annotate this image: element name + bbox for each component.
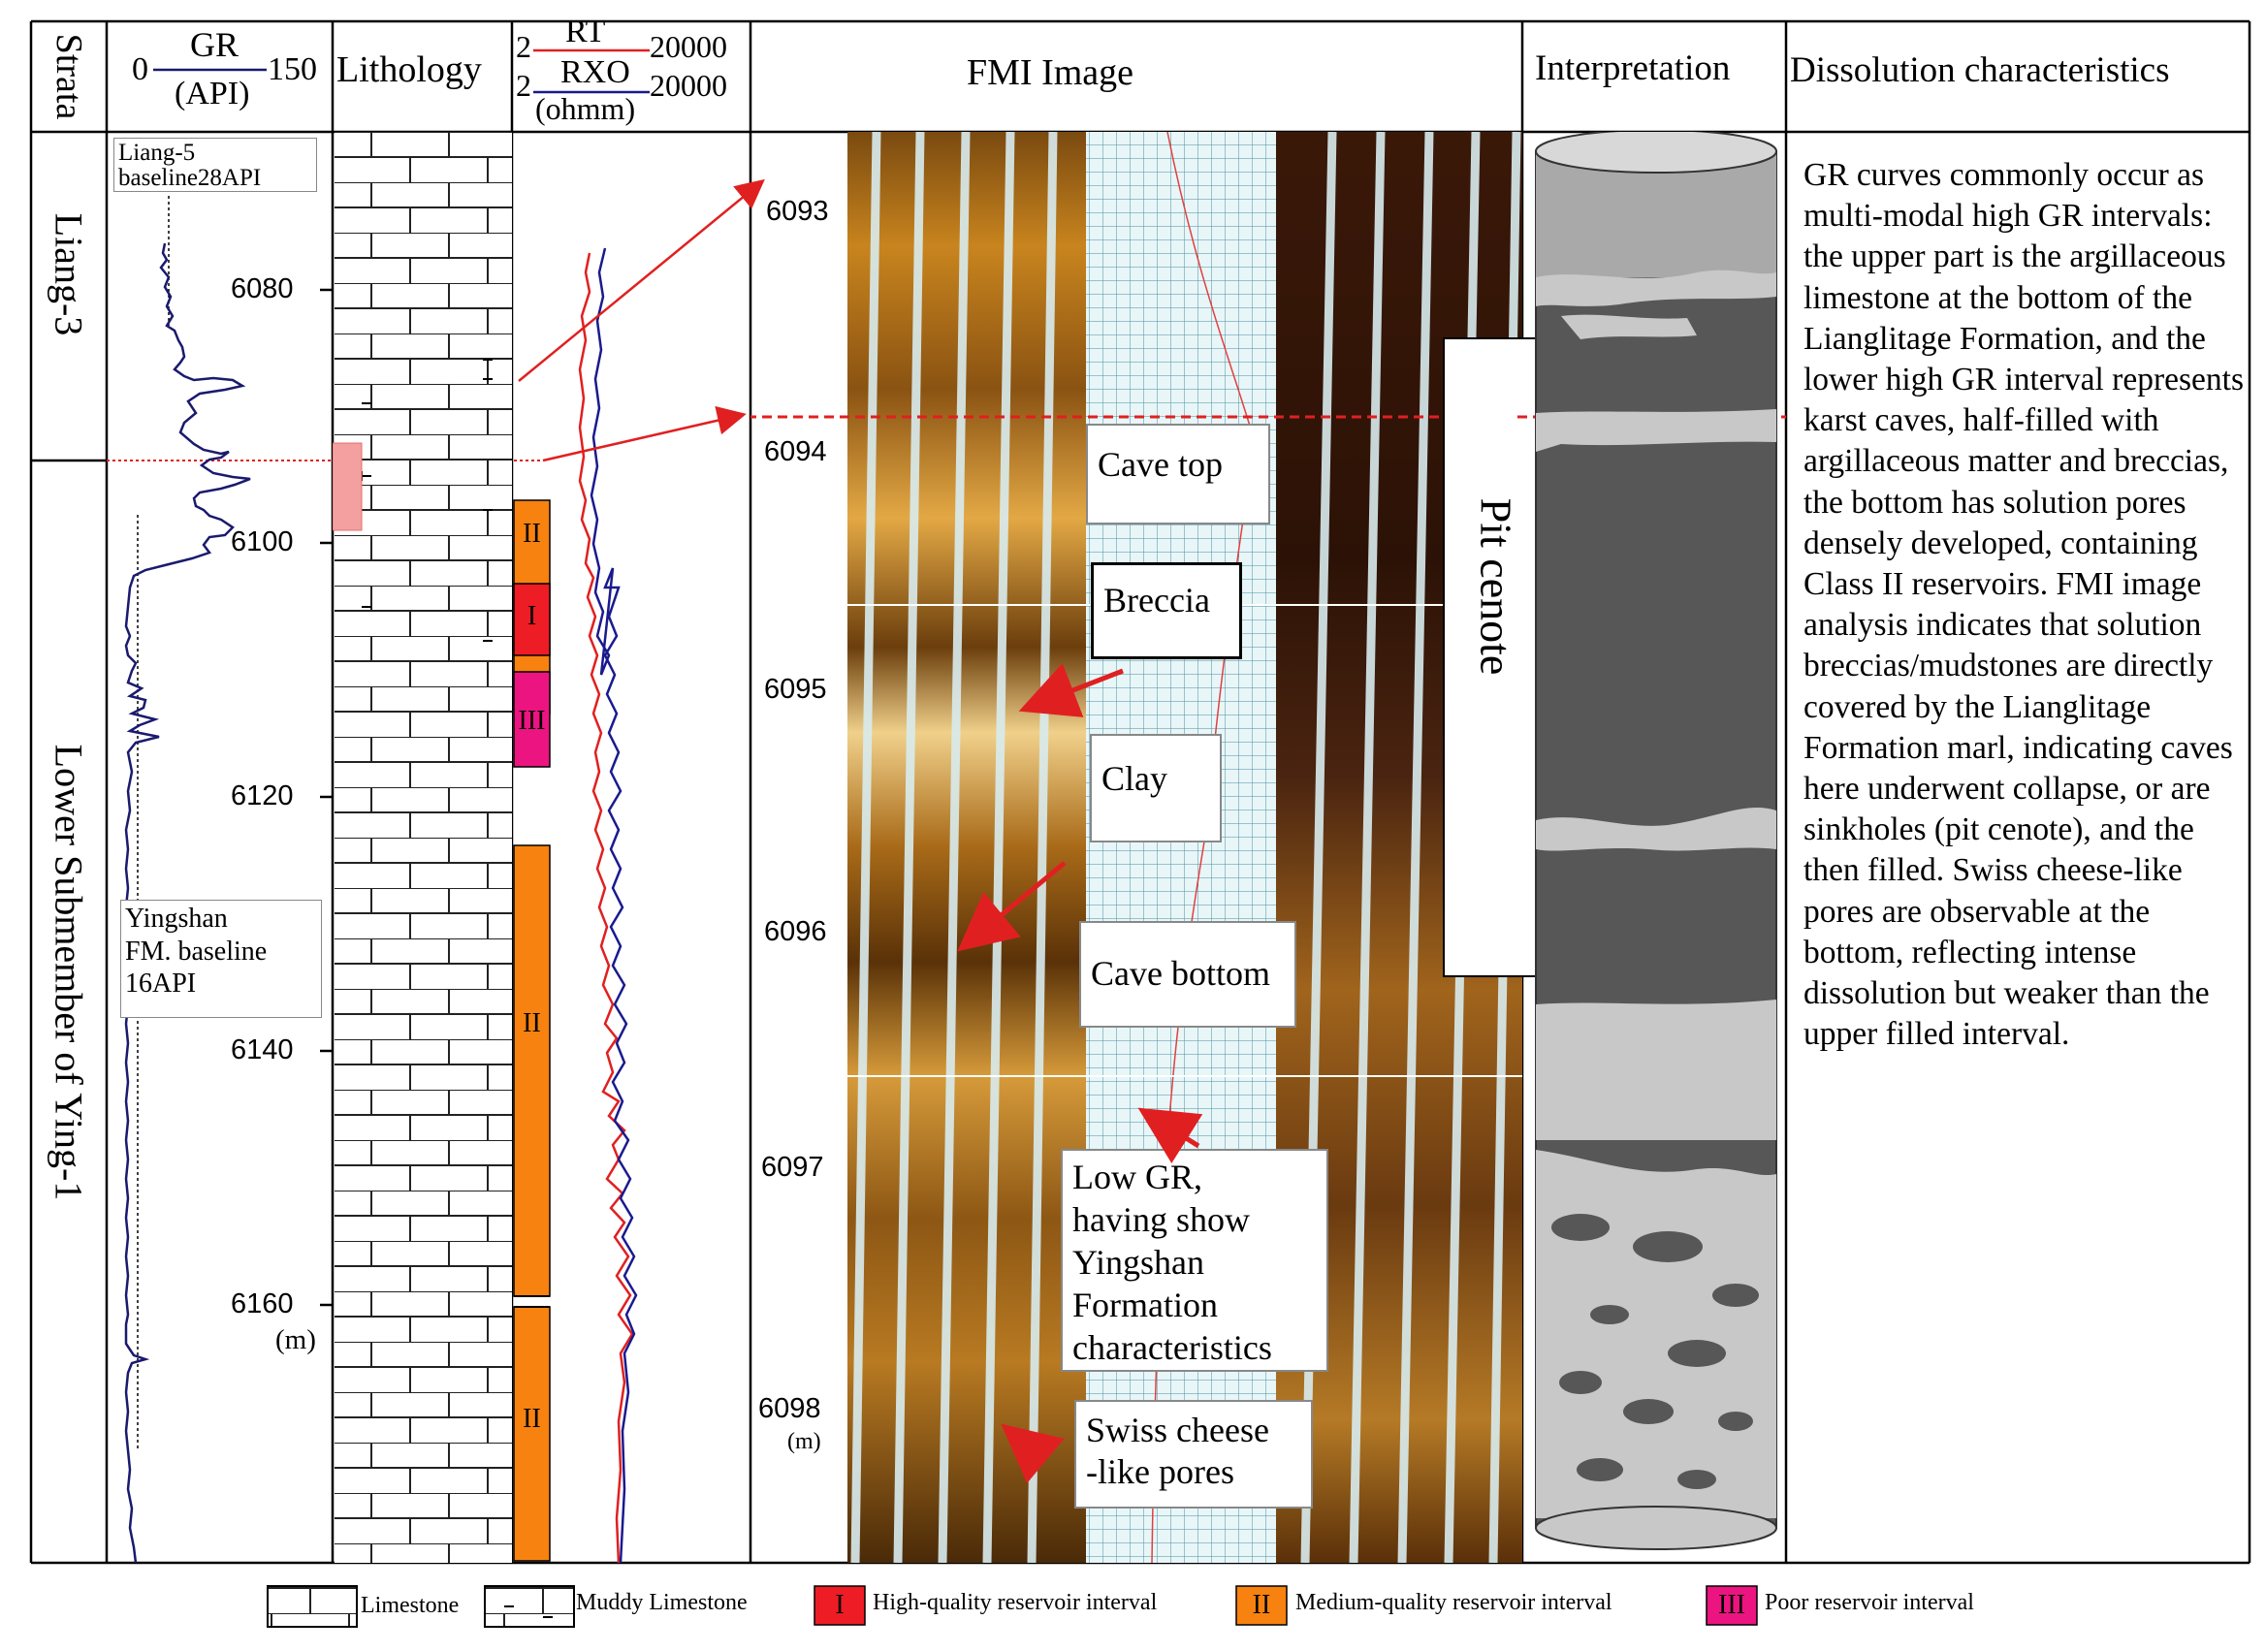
- label-breccia: Breccia: [1091, 562, 1242, 659]
- rxo-curve: [590, 247, 638, 1563]
- fmi-depth-6095: 6095: [764, 674, 827, 705]
- lithology-column: [333, 132, 512, 1563]
- label-cave-top: Cave top: [1086, 424, 1270, 524]
- rxo-min: 2: [516, 68, 531, 103]
- label-low-gr: Low GR, having show Yingshan Formation c…: [1061, 1149, 1328, 1372]
- depth-6080: 6080: [231, 273, 294, 304]
- legend-limestone-swatch: [267, 1585, 358, 1628]
- fmi-depth-6094: 6094: [764, 436, 827, 467]
- reservoir-class-iii: III: [518, 706, 546, 736]
- fmi-depth-unit: (m): [787, 1429, 821, 1454]
- legend-class-iii-label: Poor reservoir interval: [1765, 1590, 1974, 1615]
- rt-label: RT: [565, 14, 606, 49]
- legend-class-i-label: High-quality reservoir interval: [873, 1590, 1158, 1615]
- reservoir-class-ii-mid: II: [523, 1008, 541, 1038]
- gr-curve: [124, 242, 251, 1563]
- reservoir-class-i: I: [527, 601, 537, 631]
- rt-min: 2: [516, 29, 531, 64]
- legend-class-ii-swatch: [1235, 1585, 1288, 1626]
- dissolution-description: GR curves commonly occur as multi-modal …: [1803, 157, 2244, 1053]
- label-clay: Clay: [1090, 734, 1222, 842]
- dissolution-header: Dissolution characteristics: [1790, 50, 2170, 90]
- fmi-depth-6098: 6098: [758, 1393, 821, 1424]
- legend-limestone-label: Limestone: [361, 1593, 460, 1618]
- depth-6140: 6140: [231, 1034, 294, 1065]
- legend-class-i-swatch: [814, 1585, 866, 1626]
- reservoir-bar-i: [513, 583, 551, 656]
- rxo-label: RXO: [560, 54, 630, 90]
- gr-title: GR: [190, 25, 239, 64]
- label-cave-bottom: Cave bottom: [1079, 921, 1296, 1028]
- fmi-depth-6093: 6093: [766, 196, 829, 227]
- legend-class-i-roman: I: [835, 1590, 845, 1620]
- res-unit: (ohmm): [535, 91, 636, 126]
- fmi-header: FMI Image: [967, 52, 1134, 93]
- reservoir-class-ii-top: II: [523, 519, 541, 549]
- lithology-header: Lithology: [336, 49, 482, 90]
- legend-muddy-limestone-label: Muddy Limestone: [576, 1590, 748, 1615]
- depth-6160: 6160: [231, 1288, 294, 1319]
- depth-unit-left: (m): [275, 1324, 316, 1355]
- reservoir-bar-iii: [513, 671, 551, 768]
- rt-curve: [578, 252, 634, 1563]
- rt-max: 20000: [650, 29, 727, 64]
- depth-6100: 6100: [231, 526, 294, 557]
- gr-max: 150: [268, 51, 317, 87]
- gr-min: 0: [132, 51, 148, 87]
- reservoir-class-ii-bottom: II: [523, 1404, 541, 1434]
- fmi-depth-6097: 6097: [761, 1152, 824, 1183]
- legend-muddy-limestone-swatch: [484, 1585, 575, 1628]
- legend-class-iii-roman: III: [1718, 1590, 1745, 1620]
- legend-class-ii-label: Medium-quality reservoir interval: [1295, 1590, 1612, 1615]
- legend-class-iii-swatch: [1706, 1585, 1758, 1626]
- rxo-max: 20000: [650, 68, 727, 103]
- fmi-depth-6096: 6096: [764, 916, 827, 947]
- interpretation-core: [1535, 132, 1777, 1550]
- depth-6120: 6120: [231, 780, 294, 811]
- interpretation-header: Interpretation: [1535, 48, 1731, 88]
- gr-unit: (API): [175, 76, 250, 111]
- legend-class-ii-roman: II: [1252, 1590, 1271, 1620]
- resistivity-column: [513, 247, 638, 1563]
- label-swiss-cheese: Swiss cheese -like pores: [1074, 1400, 1313, 1509]
